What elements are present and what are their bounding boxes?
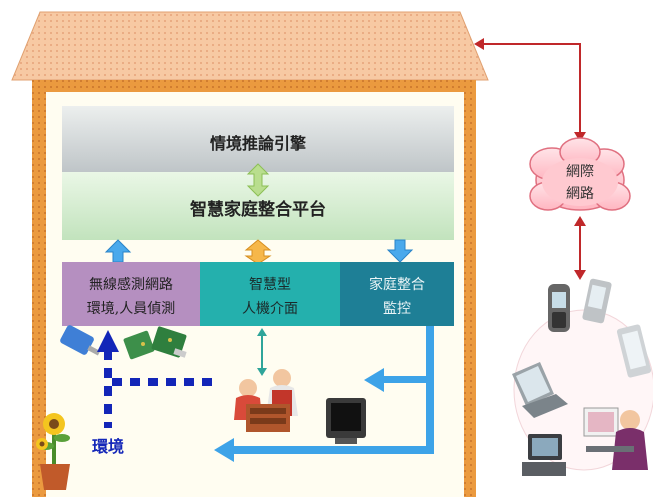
home-monitor-line2: 監控 — [383, 300, 411, 317]
cloud-label-line1: 網際 — [566, 164, 594, 180]
internet-link-top — [474, 38, 586, 142]
home-monitor-box — [340, 262, 454, 326]
mobile-phone-icon — [548, 284, 570, 332]
smart-hci-box — [200, 262, 340, 326]
environment-sensing-path — [97, 330, 212, 428]
sensor-devices-icon — [60, 325, 187, 360]
inference-engine-label: 情境推論引擎 — [210, 134, 307, 153]
tablet-icon — [616, 324, 652, 378]
laptop-icon — [512, 362, 568, 418]
sunflower-icon — [36, 413, 70, 490]
family-people-icon — [234, 369, 298, 432]
internet-link-bottom — [574, 216, 586, 280]
bidirectional-arrow-icon — [246, 163, 270, 197]
cloud-label-line2: 網路 — [566, 186, 594, 202]
smart-hci-line1: 智慧型 — [249, 277, 291, 293]
house-roof — [11, 11, 489, 81]
monitor-down-arrow-icon — [386, 239, 414, 263]
platform-label: 智慧家庭整合平台 — [190, 199, 326, 220]
home-monitor-line1: 家庭整合 — [369, 276, 425, 293]
remote-user-icon — [583, 407, 648, 470]
internet-cloud-icon — [529, 137, 631, 211]
sensor-network-line1: 無線感測網路 — [89, 276, 173, 293]
environment-label: 環境 — [92, 437, 124, 456]
desktop-computer-icon — [522, 434, 566, 476]
pda-icon — [582, 278, 612, 324]
smart-hci-line2: 人機介面 — [242, 301, 298, 317]
hci-connector-arrow-icon — [257, 328, 267, 376]
sensor-network-line2: 環境,人員偵測 — [87, 301, 175, 317]
inference-engine-box — [62, 106, 454, 172]
monitor-control-arrows — [214, 326, 434, 462]
television-icon — [326, 398, 366, 444]
sensor-network-box — [62, 262, 200, 326]
